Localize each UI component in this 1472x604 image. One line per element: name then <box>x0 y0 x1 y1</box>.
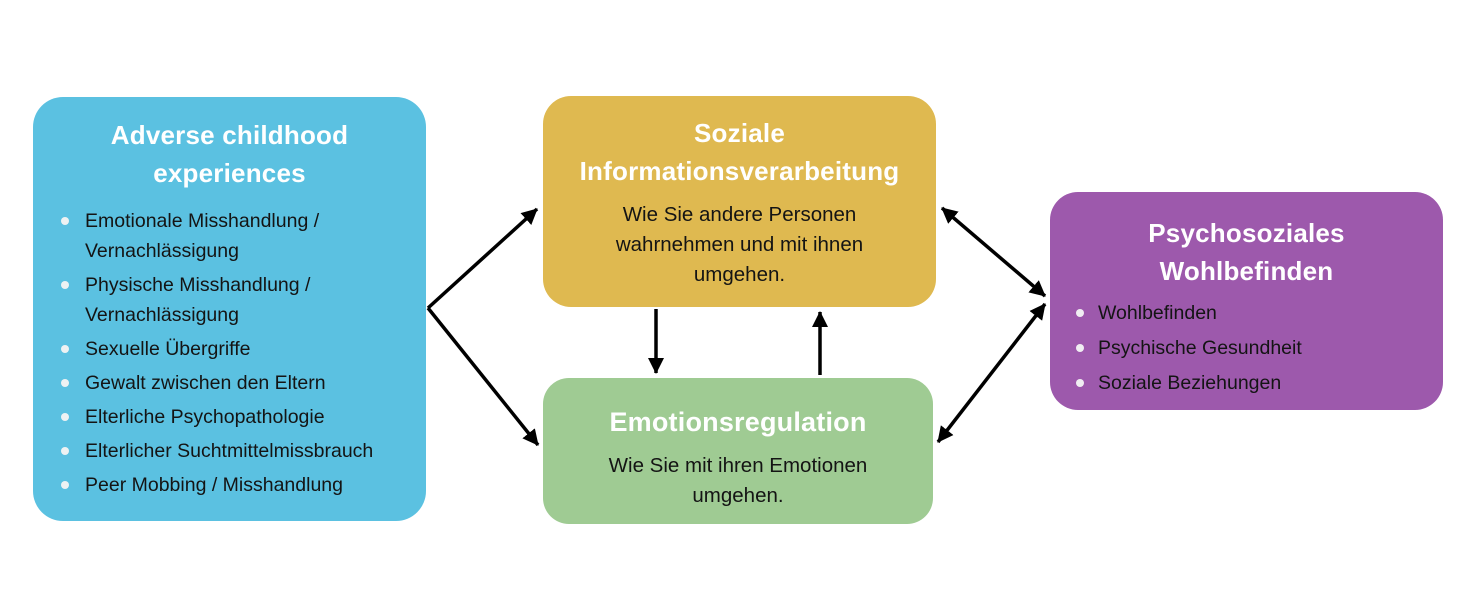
list-item: Gewalt zwischen den Eltern <box>55 368 414 398</box>
list-item: Elterliche Psychopathologie <box>55 402 414 432</box>
list-item: Wohlbefinden <box>1070 296 1431 331</box>
list-item-label: Physische Misshandlung / Vernachlässigun… <box>85 274 311 326</box>
box-psychosoziales-wohlbefinden: Psychosoziales Wohlbefinden Wohlbefinden… <box>1050 192 1443 410</box>
arrow-ace-to-emotion <box>426 306 540 447</box>
list-item-label: Wohlbefinden <box>1098 302 1217 324</box>
list-item-label: Elterlicher Suchtmittelmissbrauch <box>85 440 374 462</box>
wellbeing-title-line2: Wohlbefinden <box>1159 256 1334 286</box>
social-title-line1: Soziale <box>694 118 785 148</box>
list-item: Physische Misshandlung / Vernachlässigun… <box>55 270 414 330</box>
list-item: Emotionale Misshandlung / Vernachlässigu… <box>55 206 414 266</box>
list-item: Sexuelle Übergriffe <box>55 334 414 364</box>
ace-title-line2: experiences <box>153 158 306 188</box>
wellbeing-title: Psychosoziales Wohlbefinden <box>1050 192 1443 290</box>
social-title: Soziale Informationsverarbeitung <box>543 96 936 190</box>
wellbeing-bullet-list: Wohlbefinden Psychische Gesundheit Sozia… <box>1050 296 1443 401</box>
list-item: Soziale Beziehungen <box>1070 366 1431 401</box>
emotion-description: Wie Sie mit ihren Emotionen umgehen. <box>608 454 868 507</box>
list-item-label: Psychische Gesundheit <box>1098 337 1302 359</box>
bullet-dot-icon <box>61 217 69 225</box>
list-item: Peer Mobbing / Misshandlung <box>55 470 414 500</box>
ace-title: Adverse childhood experiences <box>33 97 426 192</box>
arrow-social-wellbeing-bidirectional <box>940 206 1047 298</box>
bullet-dot-icon <box>1076 309 1084 317</box>
list-item-label: Peer Mobbing / Misshandlung <box>85 474 343 496</box>
bullet-dot-icon <box>61 379 69 387</box>
bullet-dot-icon <box>61 345 69 353</box>
bullet-dot-icon <box>1076 379 1084 387</box>
box-adverse-childhood-experiences: Adverse childhood experiences Emotionale… <box>33 97 426 521</box>
bullet-dot-icon <box>61 413 69 421</box>
ace-title-line1: Adverse childhood <box>110 120 349 150</box>
box-emotionsregulation: Emotionsregulation Wie Sie mit ihren Emo… <box>543 378 933 524</box>
box-soziale-informationsverarbeitung: Soziale Informationsverarbeitung Wie Sie… <box>543 96 936 307</box>
social-description: Wie Sie andere Personen wahrnehmen und m… <box>615 203 864 286</box>
emotion-title: Emotionsregulation <box>609 407 867 437</box>
ace-bullet-list: Emotionale Misshandlung / Vernachlässigu… <box>33 206 426 500</box>
bullet-dot-icon <box>1076 344 1084 352</box>
list-item: Psychische Gesundheit <box>1070 331 1431 366</box>
bullet-dot-icon <box>61 481 69 489</box>
arrow-ace-to-social <box>426 207 539 310</box>
bullet-dot-icon <box>61 447 69 455</box>
list-item-label: Soziale Beziehungen <box>1098 372 1282 394</box>
list-item-label: Gewalt zwischen den Eltern <box>85 372 326 394</box>
wellbeing-title-line1: Psychosoziales <box>1148 218 1345 248</box>
bullet-dot-icon <box>61 281 69 289</box>
list-item-label: Emotionale Misshandlung / Vernachlässigu… <box>85 210 320 262</box>
arrow-emotion-wellbeing-bidirectional <box>936 302 1047 444</box>
list-item: Elterlicher Suchtmittelmissbrauch <box>55 436 414 466</box>
list-item-label: Sexuelle Übergriffe <box>85 338 251 360</box>
social-title-line2: Informationsverarbeitung <box>579 156 900 186</box>
list-item-label: Elterliche Psychopathologie <box>85 406 325 428</box>
